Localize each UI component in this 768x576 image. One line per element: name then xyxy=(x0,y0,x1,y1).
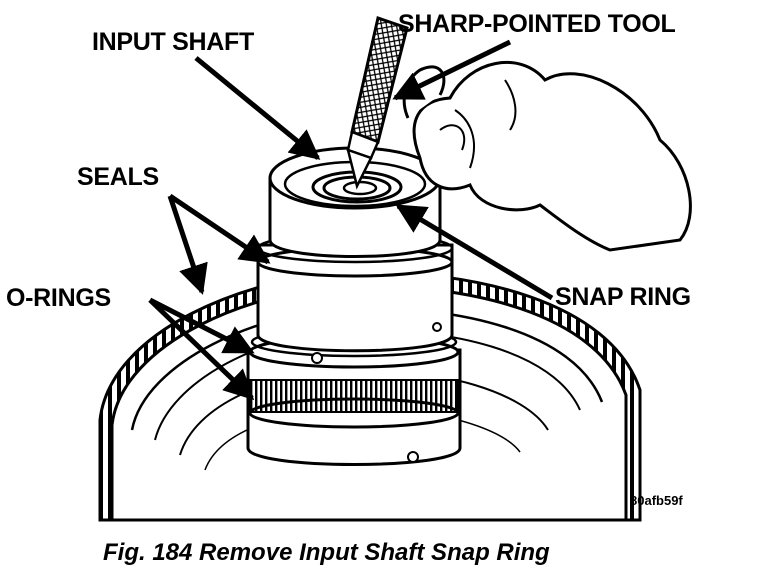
tool-tip xyxy=(346,148,373,190)
arrow-input-shaft xyxy=(194,56,321,160)
o-ring-lower-band xyxy=(248,397,460,429)
label-snap-ring: SNAP RING xyxy=(555,283,691,311)
oil-hole-right xyxy=(407,451,419,463)
label-input-shaft: INPUT SHAFT xyxy=(92,28,254,56)
oil-hole-left xyxy=(311,352,323,364)
hand-outline xyxy=(412,60,692,252)
arrow-o-rings-1 xyxy=(148,297,255,355)
arrow-sharp-pointed-tool xyxy=(392,39,512,101)
hand-and-tool xyxy=(346,16,692,252)
finger-knuckle-2 xyxy=(504,79,517,131)
shaft-assembly xyxy=(246,146,462,466)
leader-arrows xyxy=(148,39,554,401)
hub-splines xyxy=(249,379,459,413)
oil-hole-mid xyxy=(432,322,442,332)
arrow-o-rings-2 xyxy=(148,298,255,401)
finger-curl xyxy=(439,124,466,151)
finger-knuckle xyxy=(454,109,475,169)
label-seals: SEALS xyxy=(77,163,159,191)
arrow-seals-1 xyxy=(168,193,271,265)
image-code: 80afb59f xyxy=(630,493,683,508)
arrow-seals-2 xyxy=(167,195,208,295)
label-o-rings: O-RINGS xyxy=(6,284,111,312)
arrow-snap-ring xyxy=(395,203,554,301)
shaft-bore xyxy=(342,180,378,196)
label-sharp-pointed-tool: SHARP-POINTED TOOL xyxy=(398,10,676,38)
figure-caption: Fig. 184 Remove Input Shaft Snap Ring xyxy=(103,539,550,566)
